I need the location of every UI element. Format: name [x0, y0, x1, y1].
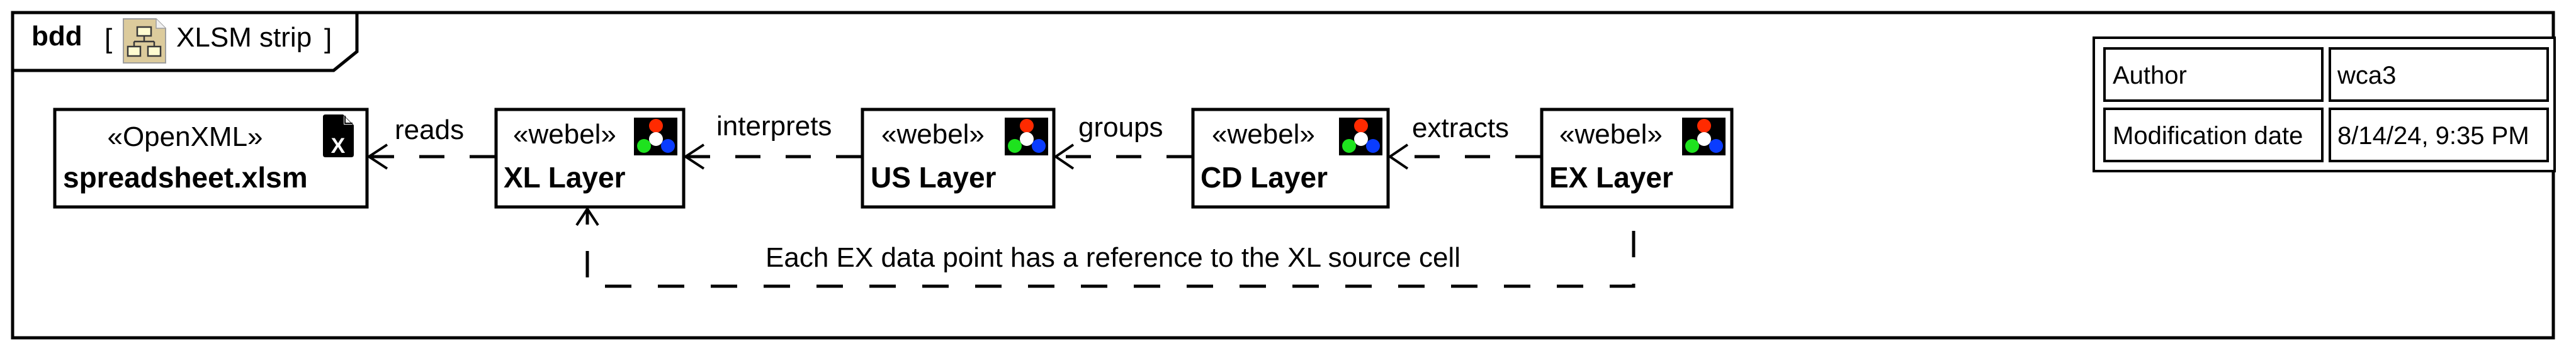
dependency-label: groups	[1078, 112, 1163, 143]
webel-icon	[1005, 118, 1048, 155]
info-value: 8/14/24, 9:35 PM	[2337, 122, 2529, 150]
block-ex-layer[interactable]: «webel» EX Layer	[1540, 108, 1734, 209]
block-stereotype: «webel»	[1559, 119, 1663, 150]
block-us-layer[interactable]: «webel» US Layer	[861, 108, 1056, 209]
block-xl-layer[interactable]: «webel» XL Layer	[494, 108, 686, 209]
frame-kind: bdd	[31, 21, 82, 52]
frame-open-bracket: [	[105, 23, 112, 54]
block-stereotype: «webel»	[881, 119, 985, 150]
info-key: Author	[2113, 62, 2187, 89]
dependency-label: Each EX data point has a reference to th…	[765, 242, 1460, 273]
webel-icon	[1682, 118, 1726, 155]
frame-diagram-name[interactable]: XLSM strip	[176, 22, 312, 53]
block-name: US Layer	[871, 161, 997, 194]
block-stereotype: «OpenXML»	[107, 121, 263, 152]
dependency-reads[interactable]: reads	[366, 114, 495, 170]
webel-icon	[1339, 118, 1382, 155]
block-name: EX Layer	[1549, 161, 1673, 194]
dependency-interprets[interactable]: interprets	[683, 111, 861, 170]
info-value: wca3	[2337, 62, 2396, 89]
frame-close-bracket: ]	[324, 23, 332, 54]
webel-icon	[634, 118, 677, 155]
block-name: XL Layer	[504, 161, 626, 194]
block-cd-layer[interactable]: «webel» CD Layer	[1191, 108, 1390, 209]
block-spreadsheet[interactable]: «OpenXML» spreadsheet.xlsm X	[53, 108, 369, 209]
dependency-ex-references-xl[interactable]: Each EX data point has a reference to th…	[575, 206, 1635, 288]
svg-text:X: X	[331, 134, 346, 158]
diagram-frame	[11, 11, 2555, 340]
info-row-author: Author wca3	[2103, 47, 2549, 102]
diagram-icon	[123, 18, 166, 64]
info-row-modification-date: Modification date 8/14/24, 9:35 PM	[2103, 108, 2549, 162]
block-name: CD Layer	[1200, 161, 1328, 194]
frame-name-tab	[13, 13, 359, 72]
dependency-groups[interactable]: groups	[1053, 112, 1192, 170]
dependency-label: reads	[395, 114, 464, 145]
dependency-label: extracts	[1412, 113, 1509, 143]
block-name: spreadsheet.xlsm	[63, 161, 308, 194]
info-table: Author wca3 Modification date 8/14/24, 9…	[2093, 36, 2556, 172]
dependency-extracts[interactable]: extracts	[1387, 113, 1540, 170]
excel-file-icon: X	[323, 114, 354, 158]
block-stereotype: «webel»	[1212, 119, 1315, 150]
dependency-label: interprets	[716, 111, 832, 142]
block-stereotype: «webel»	[513, 119, 616, 150]
info-key: Modification date	[2113, 122, 2303, 150]
